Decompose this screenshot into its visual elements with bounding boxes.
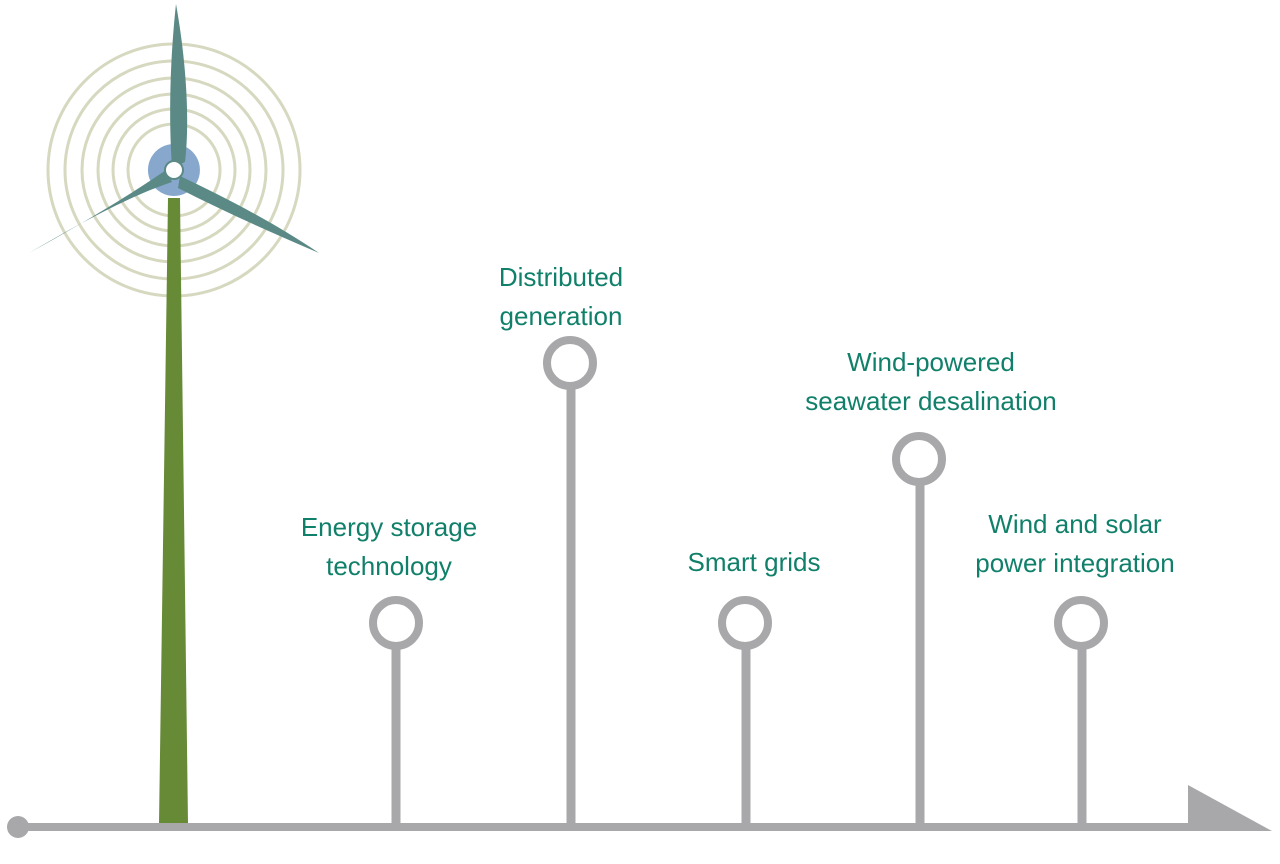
pin-head-circle — [718, 596, 772, 650]
turbine-blade-top — [170, 4, 188, 168]
milestone-label-distributed-generation: Distributed generation — [499, 258, 623, 336]
label-line-1: Smart grids — [687, 547, 821, 577]
milestone-label-energy-storage: Energy storage technology — [301, 508, 477, 586]
pin-head-circle — [369, 596, 423, 650]
turbine-tower — [159, 198, 188, 824]
label-line-2: power integration — [975, 548, 1175, 578]
pin-head-circle — [1054, 596, 1108, 650]
milestone-label-smart-grids: Smart grids — [688, 543, 821, 582]
timeline-arrowhead-icon — [1188, 785, 1272, 831]
label-line-2: generation — [499, 301, 623, 331]
label-line-1: Wind and solar — [988, 509, 1162, 539]
milestone-pin-energy-storage — [369, 596, 423, 827]
milestone-label-wind-solar-integration: Wind and solar power integration — [975, 505, 1174, 583]
label-line-1: Energy storage — [300, 512, 478, 542]
label-line-2: technology — [326, 551, 452, 581]
label-line-1: Distributed — [498, 262, 624, 292]
milestone-pin-seawater-desalination — [892, 432, 946, 827]
turbine-hub-core — [164, 160, 184, 180]
timeline-start-dot — [7, 816, 29, 838]
label-line-2: seawater desalination — [805, 386, 1057, 416]
timeline-axis — [7, 785, 1272, 838]
milestone-pin-distributed-generation — [543, 336, 597, 827]
label-line-1: Wind-powered — [847, 347, 1015, 377]
pin-head-circle — [543, 336, 597, 390]
pin-head-circle — [892, 432, 946, 486]
milestone-pin-wind-solar-integration — [1054, 596, 1108, 827]
turbine-blade-right — [178, 176, 319, 253]
turbine-blade-left — [29, 170, 172, 253]
wind-turbine-icon — [29, 4, 319, 824]
milestone-pin-smart-grids — [718, 596, 772, 827]
milestone-label-seawater-desalination: Wind-powered seawater desalination — [805, 343, 1057, 421]
